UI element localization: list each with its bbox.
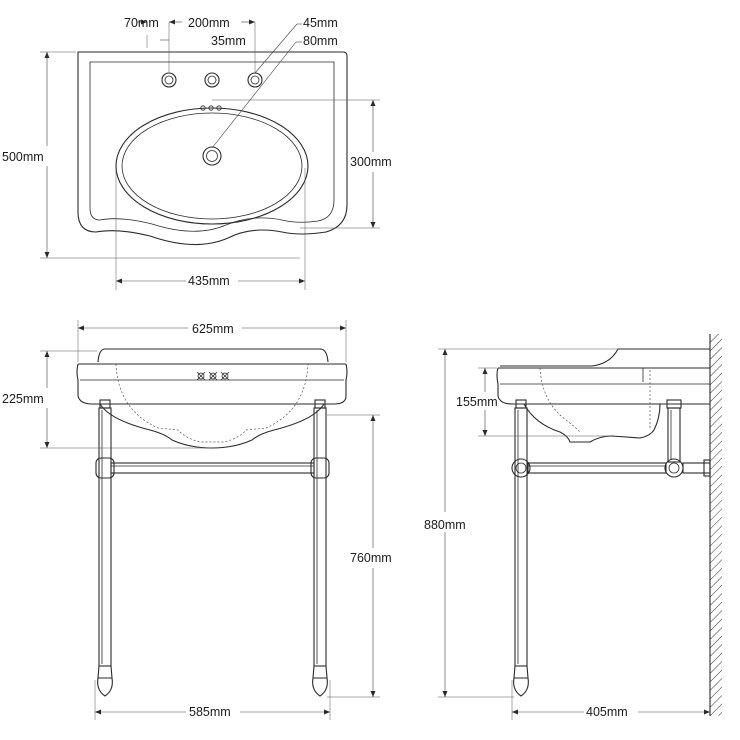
side-leg-front bbox=[513, 399, 529, 697]
stand-leg-left bbox=[97, 399, 113, 697]
overflow-hole bbox=[208, 105, 214, 111]
side-view: 880mm 155mm 405mm bbox=[424, 334, 722, 720]
dim-tap-spacing-small: 70mm bbox=[124, 16, 159, 30]
dim-bowl-depth: 300mm bbox=[350, 155, 392, 169]
basin-bowl bbox=[115, 107, 309, 225]
dim-basin-depth: 500mm bbox=[2, 150, 44, 164]
basin-outer-outline bbox=[77, 51, 348, 246]
tap-hole-right bbox=[247, 72, 263, 88]
dim-overall-height: 880mm bbox=[424, 518, 466, 532]
tap-hole-center bbox=[204, 72, 220, 88]
dim-basin-height: 225mm bbox=[2, 392, 44, 406]
waste-outlet-inner bbox=[206, 150, 218, 162]
dim-waste-hole-diameter: 45mm bbox=[303, 16, 338, 30]
dim-bowl-drop: 155mm bbox=[456, 395, 498, 409]
dim-leg-height: 760mm bbox=[350, 551, 392, 565]
basin-top-profile bbox=[97, 348, 329, 363]
basin-front-apron bbox=[76, 363, 348, 405]
dim-tap-hole-diameter: 35mm bbox=[211, 34, 246, 48]
stand-leg-right bbox=[312, 399, 328, 697]
wall-hatching bbox=[710, 334, 722, 716]
dim-stand-depth: 405mm bbox=[586, 705, 628, 719]
dim-overall-width: 625mm bbox=[192, 322, 234, 336]
basin-side-profile bbox=[500, 348, 710, 367]
dim-leg-span: 585mm bbox=[189, 705, 231, 719]
overflow-hole bbox=[200, 105, 206, 111]
overflow-hole bbox=[216, 105, 222, 111]
waste-outlet bbox=[202, 146, 222, 166]
basin-bowl-inner bbox=[121, 112, 303, 220]
basin-side-bowl bbox=[523, 403, 661, 443]
basin-bowl-underside bbox=[99, 403, 325, 449]
basin-inner-rim bbox=[89, 61, 335, 232]
side-leg-back bbox=[666, 399, 682, 463]
front-view: 625mm 225mm 760mm 585mm bbox=[2, 320, 392, 720]
dim-waste-offset: 80mm bbox=[303, 34, 338, 48]
stand-crossbar bbox=[95, 457, 330, 479]
tap-hole-left bbox=[161, 72, 177, 88]
dim-bowl-width: 435mm bbox=[188, 274, 230, 288]
plan-view: 70mm 200mm 35mm 45mm 80mm 500mm 300mm 43… bbox=[2, 16, 392, 290]
tap-set bbox=[196, 371, 230, 381]
dim-tap-spacing-large: 200mm bbox=[188, 16, 230, 30]
side-crossbar bbox=[511, 458, 711, 478]
